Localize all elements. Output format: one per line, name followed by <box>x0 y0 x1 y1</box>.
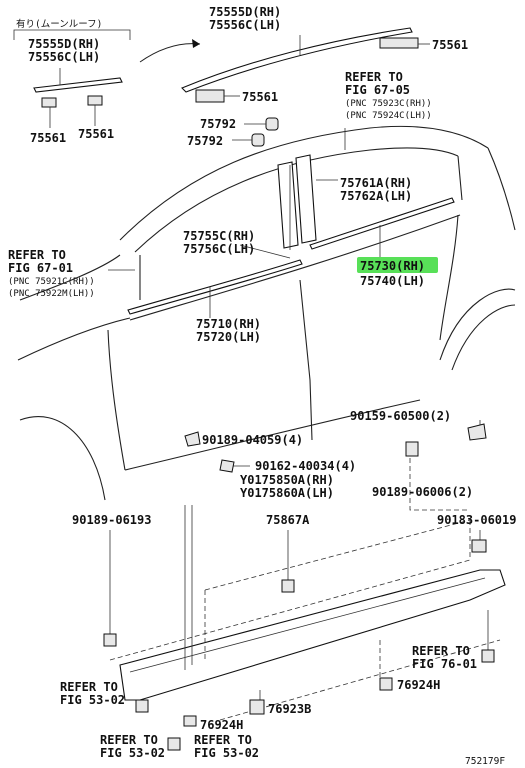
roof-molding-inset <box>33 77 123 93</box>
part-labels: 75555D(RH) 75556C(LH) 75555D(RH) 75556C(… <box>8 5 516 767</box>
clip-icon <box>265 117 279 131</box>
label-75555d-top: 75555D(RH) <box>209 5 281 19</box>
label-75720: 75720(LH) <box>196 330 261 344</box>
clip-icon <box>405 441 419 457</box>
label-y0175850a: Y0175850A(RH) <box>240 473 334 487</box>
pillar-garnish-rear <box>295 154 317 244</box>
moonroof-inset: 有り(ムーンルーフ) <box>13 18 131 128</box>
clip-icon <box>184 431 201 447</box>
label-76923b: 76923B <box>268 702 311 716</box>
clip-icon <box>471 539 487 553</box>
label-75867a: 75867A <box>266 513 310 527</box>
ref-fig5302a-b: FIG 53-02 <box>60 693 125 707</box>
diagram-ref-code: 752179F <box>465 756 505 767</box>
ref-fig7601-a: REFER TO <box>412 644 470 658</box>
clip-strip-icon <box>195 89 225 103</box>
ref-fig5302c-b: FIG 53-02 <box>194 746 259 760</box>
ref-fig6705-b: FIG 67-05 <box>345 83 410 97</box>
ref-fig5302a-a: REFER TO <box>60 680 118 694</box>
label-y0175860a: Y0175860A(LH) <box>240 486 334 500</box>
screw-icon <box>167 737 181 751</box>
label-75740: 75740(LH) <box>360 274 425 288</box>
label-90189-06006: 90189-06006(2) <box>372 485 473 499</box>
label-76924h-b: 76924H <box>200 718 243 732</box>
arrow-head-icon <box>192 39 200 48</box>
screw-icon <box>481 649 495 663</box>
belt-molding-front <box>127 259 303 315</box>
label-76924h-r: 76924H <box>397 678 440 692</box>
pillar-garnish-front <box>277 161 299 249</box>
ref-fig5302c-a: REFER TO <box>194 733 252 747</box>
clip-icon <box>41 97 57 108</box>
roof-drip-molding <box>181 27 413 93</box>
label-75556c-top: 75556C(LH) <box>209 18 281 32</box>
label-75561-l1: 75561 <box>30 131 66 145</box>
clip-icon <box>103 633 117 647</box>
label-75792-a: 75792 <box>200 117 236 131</box>
label-90189-04059: 90189-04059(4) <box>202 433 303 447</box>
ref-fig6701-c: (PNC 75921C(RH)) <box>8 277 95 287</box>
screw-icon <box>135 699 149 713</box>
clip-icon <box>219 459 235 473</box>
clip-icon <box>379 677 393 691</box>
label-75710: 75710(RH) <box>196 317 261 331</box>
arrow-icon <box>139 43 201 63</box>
rocker-panel-molding <box>119 569 506 701</box>
clip-icon <box>281 579 295 593</box>
clip-icon <box>183 715 197 727</box>
ref-fig5302b-b: FIG 53-02 <box>100 746 165 760</box>
ref-fig6705-c: (PNC 75923C(RH)) <box>345 99 432 109</box>
ref-fig6701-b: FIG 67-01 <box>8 261 73 275</box>
label-75561-l2: 75561 <box>78 127 114 141</box>
screw-icon <box>467 423 487 441</box>
label-90183: 90183-06019 <box>437 513 516 527</box>
ref-fig5302b-a: REFER TO <box>100 733 158 747</box>
ref-fig6705-a: REFER TO <box>345 70 403 84</box>
clip-icon <box>251 133 265 147</box>
ref-fig6701-d: (PNC 75922M(LH)) <box>8 289 95 299</box>
label-75556c-left: 75556C(LH) <box>28 50 100 64</box>
moonroof-note: 有り(ムーンルーフ) <box>16 18 102 30</box>
label-75561-tr: 75561 <box>432 38 468 52</box>
ref-fig7601-b: FIG 76-01 <box>412 657 477 671</box>
label-75762a: 75762A(LH) <box>340 189 412 203</box>
label-75555d-left: 75555D(RH) <box>28 37 100 51</box>
clip-icon <box>87 95 103 106</box>
label-75756c: 75756C(LH) <box>183 242 255 256</box>
ref-fig6701-a: REFER TO <box>8 248 66 262</box>
label-75761a: 75761A(RH) <box>340 176 412 190</box>
label-90159: 90159-60500(2) <box>350 409 451 423</box>
label-90189-06193: 90189-06193 <box>72 513 151 527</box>
label-75792-b: 75792 <box>187 134 223 148</box>
clip-strip-icon <box>379 37 419 49</box>
belt-molding-rear <box>309 197 455 250</box>
label-75730: 75730(RH) <box>360 259 425 273</box>
label-90162: 90162-40034(4) <box>255 459 356 473</box>
highlight-box <box>357 257 438 273</box>
car-body-outline <box>17 125 516 501</box>
label-75561-mid: 75561 <box>242 90 278 104</box>
ref-fig6705-d: (PNC 75924C(LH)) <box>345 111 432 121</box>
screw-icon <box>249 699 265 715</box>
label-75755c: 75755C(RH) <box>183 229 255 243</box>
